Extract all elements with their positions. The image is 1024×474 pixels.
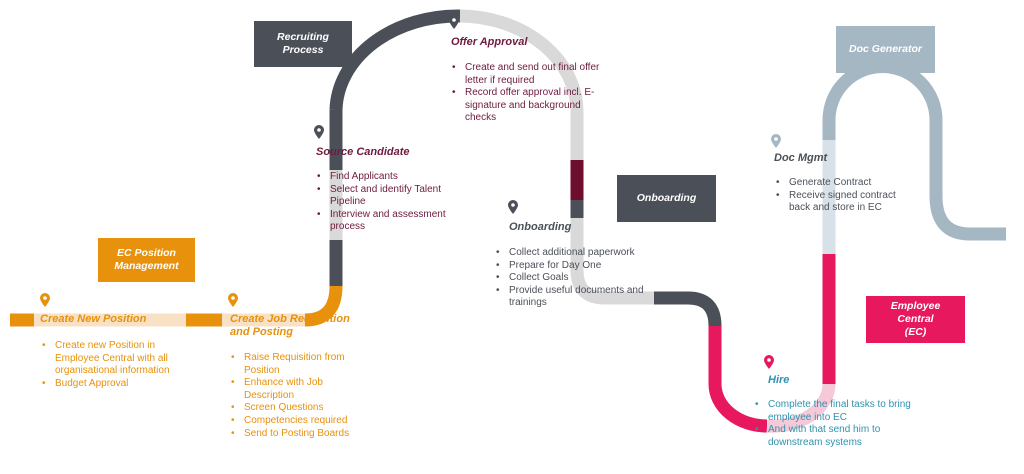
- box-employee-central: Employee Central (EC): [866, 296, 965, 343]
- list-item: Collect Goals: [494, 272, 654, 285]
- list-item: Send to Posting Boards: [229, 428, 369, 441]
- list-item: Receive signed contract back and store i…: [774, 190, 914, 215]
- map-pin-icon: [449, 15, 459, 29]
- map-pin-icon: [508, 200, 518, 214]
- box-ec-position-management: EC Position Management: [98, 238, 195, 282]
- stage-list-offer-approval: Create and send out final offer letter i…: [450, 62, 600, 125]
- box-doc-generator: Doc Generator: [836, 26, 935, 73]
- list-item: Prepare for Day One: [494, 260, 654, 273]
- stage-title-create-job-requisition: Create Job Requisition and Posting: [230, 313, 350, 338]
- box-recruiting-process: Recruiting Process: [254, 21, 352, 67]
- list-item: Create new Position in Employee Central …: [40, 340, 190, 378]
- map-pin-icon: [40, 293, 50, 307]
- stage-list-hire: Complete the final tasks to bring employ…: [753, 399, 913, 449]
- list-item: Interview and assessment process: [315, 209, 465, 234]
- list-item: Complete the final tasks to bring employ…: [753, 399, 913, 424]
- list-item: Collect additional paperwork: [494, 247, 654, 260]
- stage-title-source-candidate: Source Candidate: [316, 146, 410, 158]
- list-item: Provide useful documents and trainings: [494, 285, 654, 310]
- road-arch-recruiting: [329, 9, 461, 111]
- stage-title-create-new-position: Create New Position: [40, 313, 147, 325]
- road-curve-onboarding-dark: [687, 291, 722, 327]
- map-pin-icon: [228, 293, 238, 307]
- list-item: And with that send him to downstream sys…: [753, 424, 913, 449]
- list-item: Find Applicants: [315, 171, 465, 184]
- stage-title-offer-approval: Offer Approval: [451, 36, 528, 48]
- stage-title-doc-mgmt: Doc Mgmt: [774, 152, 828, 164]
- map-pin-icon: [771, 134, 781, 148]
- list-item: Enhance with Job Description: [229, 377, 369, 402]
- box-onboarding: Onboarding: [617, 175, 716, 222]
- map-pin-icon: [764, 355, 774, 369]
- list-item: Record offer approval incl. E-signature …: [450, 87, 600, 125]
- list-item: Generate Contract: [774, 177, 914, 190]
- map-pin-icon: [314, 125, 324, 139]
- stage-list-source-candidate: Find Applicants Select and identify Tale…: [315, 171, 465, 234]
- stage-list-create-new-position: Create new Position in Employee Central …: [40, 340, 190, 390]
- stage-title-hire: Hire: [768, 374, 790, 386]
- stage-list-create-job-requisition: Raise Requisition from Position Enhance …: [229, 352, 369, 440]
- stage-list-doc-mgmt: Generate Contract Receive signed contrac…: [774, 177, 914, 215]
- list-item: Select and identify Talent Pipeline: [315, 184, 465, 209]
- road-curve-requisition: [304, 285, 343, 327]
- list-item: Create and send out final offer letter i…: [450, 62, 600, 87]
- stage-list-onboarding: Collect additional paperwork Prepare for…: [494, 247, 654, 310]
- list-item: Competencies required: [229, 415, 369, 428]
- road-hump-docgen: [822, 60, 1006, 241]
- list-item: Raise Requisition from Position: [229, 352, 369, 377]
- list-item: Budget Approval: [40, 378, 190, 391]
- stage-title-onboarding: Onboarding: [509, 221, 572, 233]
- list-item: Screen Questions: [229, 402, 369, 415]
